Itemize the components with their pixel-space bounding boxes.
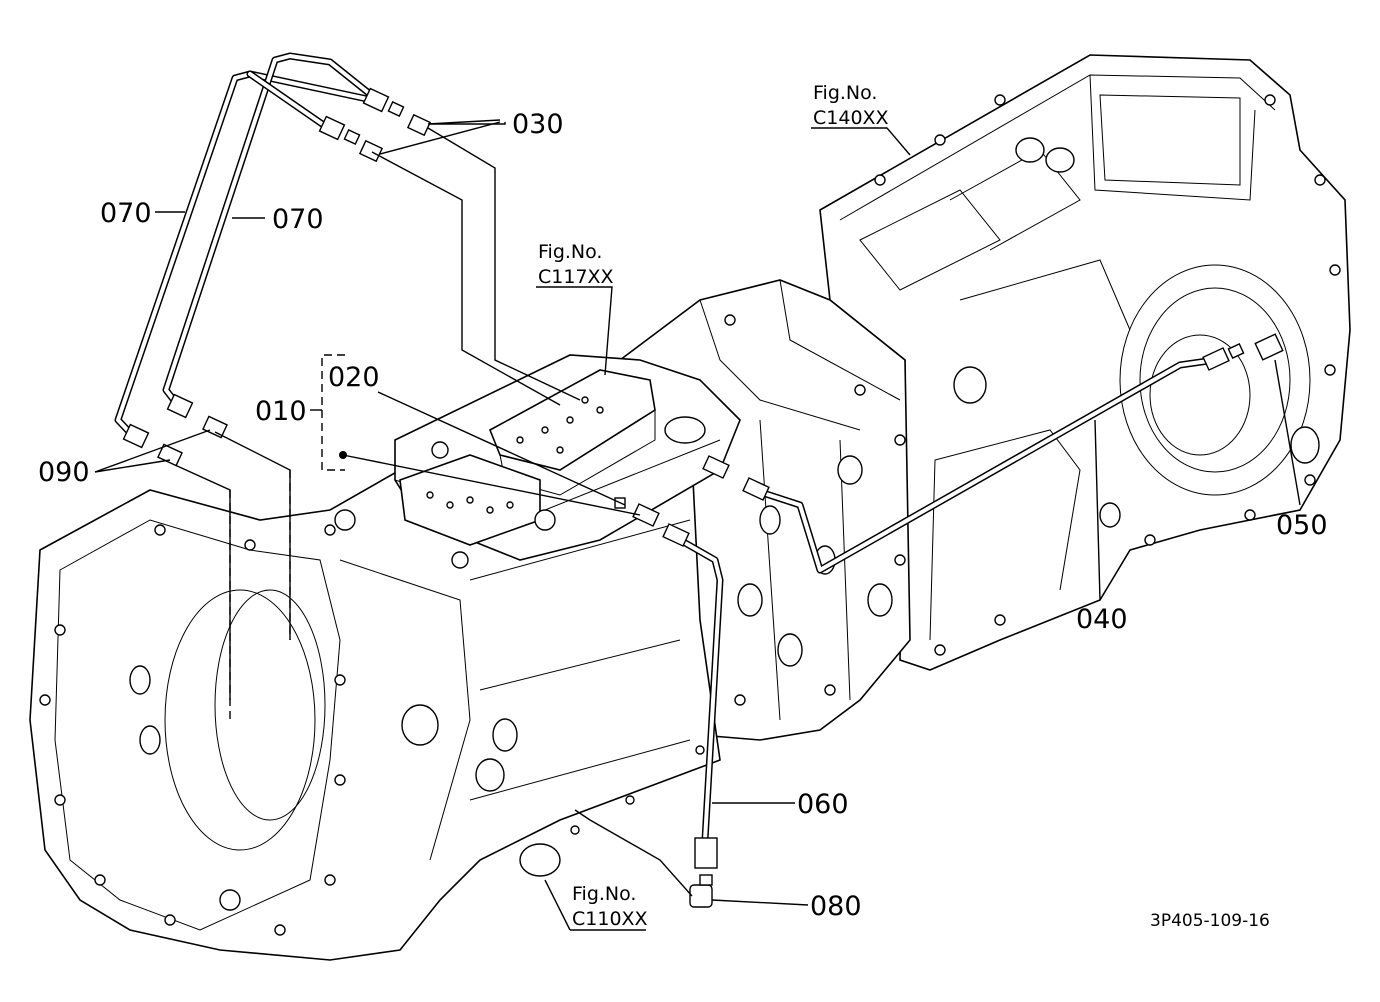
label-090: 090: [38, 457, 90, 488]
rear-transmission-case: [819, 54, 1351, 671]
label-010: 010: [255, 396, 307, 427]
label-060: 060: [797, 789, 849, 820]
label-020: 020: [328, 362, 380, 393]
label-070-left: 070: [100, 198, 152, 229]
fig-ref-c117-line1: Fig.No.: [538, 241, 602, 263]
figure-references: Fig.No. C117XX Fig.No. C140XX Fig.No. C1…: [538, 82, 889, 930]
fig-ref-c140-line1: Fig.No.: [813, 82, 877, 104]
fig-ref-c110-line1: Fig.No.: [572, 883, 636, 905]
label-050: 050: [1276, 510, 1328, 541]
label-070-right: 070: [272, 204, 324, 235]
fig-ref-c110-line2: C110XX: [572, 908, 648, 930]
label-030: 030: [512, 109, 564, 140]
label-040: 040: [1076, 604, 1128, 635]
fig-ref-c140-line2: C140XX: [813, 107, 889, 129]
valve-block-assembly: [334, 354, 741, 569]
hydraulic-pipes: [114, 52, 1219, 844]
drawing-code: 3P405-109-16: [1150, 911, 1270, 931]
leader-lines: [94, 119, 1301, 931]
fig-ref-c117-line2: C117XX: [538, 266, 614, 288]
label-080: 080: [810, 891, 862, 922]
part-labels: 030 070 070 020 010 090 050 040 060 080: [38, 109, 1328, 922]
